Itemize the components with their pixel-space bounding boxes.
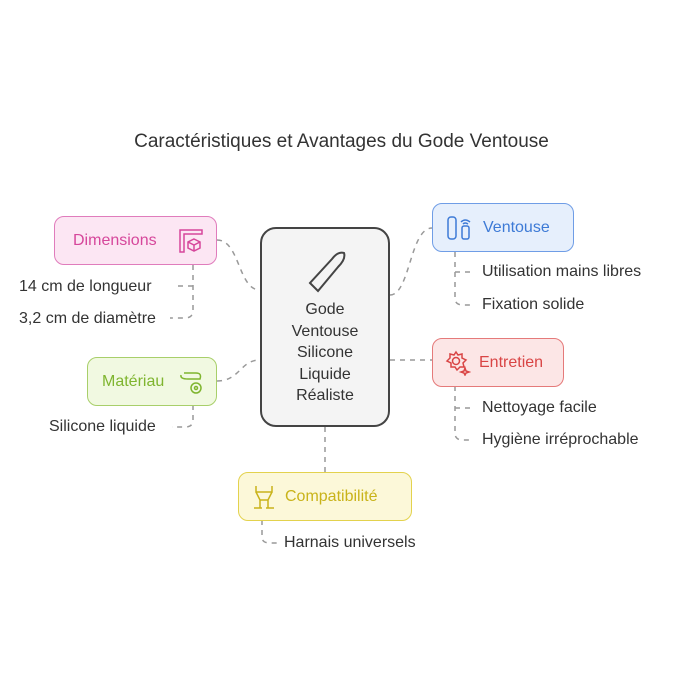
node-dimensions[interactable]: Dimensions	[54, 216, 217, 265]
center-line: Silicone	[296, 344, 354, 361]
leaf-item: Hygiène irréprochable	[482, 431, 639, 448]
leaf-item: Harnais universels	[284, 534, 416, 551]
node-materiau[interactable]: Matériau	[87, 357, 217, 406]
node-compatibilite[interactable]: Compatibilité	[238, 472, 412, 521]
node-ventouse[interactable]: Ventouse	[432, 203, 574, 252]
leaf-item: Fixation solide	[482, 296, 585, 313]
leaf-item: Nettoyage facile	[482, 399, 597, 416]
center-node: Gode Ventouse Silicone Liquide Réaliste	[260, 227, 390, 427]
center-line: Réaliste	[296, 387, 354, 404]
gear-sparkle-icon	[445, 350, 471, 376]
material-gear-icon	[180, 371, 202, 394]
center-line: Gode	[305, 301, 345, 318]
suction-device-icon	[447, 215, 471, 240]
harness-icon	[254, 485, 274, 509]
leaf-item: 14 cm de longueur	[19, 278, 152, 295]
leaf-item: 3,2 cm de diamètre	[19, 310, 156, 327]
node-label: Ventouse	[483, 218, 550, 236]
ruler-cube-icon	[179, 228, 203, 253]
node-label: Matériau	[102, 372, 165, 390]
node-label: Entretien	[479, 353, 544, 371]
center-line: Ventouse	[291, 322, 359, 340]
leaf-item: Silicone liquide	[49, 418, 156, 435]
node-entretien[interactable]: Entretien	[432, 338, 564, 387]
node-label: Dimensions	[73, 231, 157, 249]
node-label: Compatibilité	[285, 487, 378, 505]
dildo-icon	[308, 251, 346, 293]
leaf-item: Utilisation mains libres	[482, 263, 642, 280]
center-line: Liquide	[299, 365, 351, 383]
diagram-title: Caractéristiques et Avantages du Gode Ve…	[134, 131, 549, 152]
